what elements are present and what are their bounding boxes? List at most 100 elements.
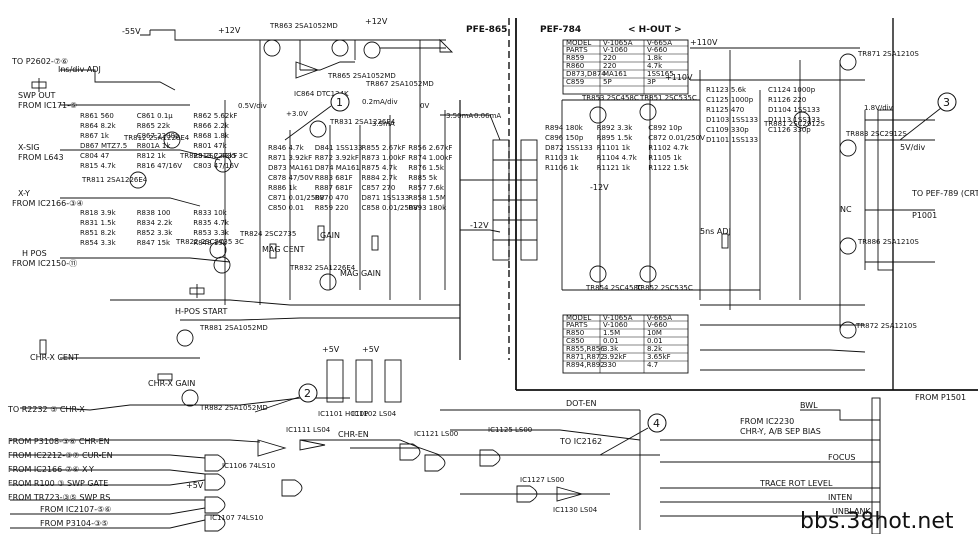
- component-label: R876 1.5k: [408, 164, 445, 172]
- component-label: C861 0.1μ: [137, 112, 174, 120]
- callout-3: 3: [943, 96, 950, 109]
- input-label: CHR-X CENT: [30, 353, 79, 362]
- measurement-label: 3.50mA: [446, 112, 473, 120]
- table1-cell: 3P: [647, 78, 656, 86]
- component-label: D1101 1SS133: [706, 136, 758, 144]
- component-label: R861 560: [80, 112, 114, 120]
- component-label: R853 3.3k: [193, 229, 230, 237]
- component-label: R1102 4.7k: [648, 144, 689, 152]
- output-label: FOCUS: [828, 453, 855, 462]
- table1-cell: 1SS165: [647, 70, 674, 78]
- callouts: 1 2 3 4: [254, 92, 957, 456]
- component-label: R872 3.92kF: [315, 154, 359, 162]
- table2-cell: R850: [566, 329, 584, 337]
- component-label: R885 5k: [408, 174, 438, 182]
- component-label: R856 2.67kF: [408, 144, 452, 152]
- table2-cell: 1.5M: [603, 329, 620, 337]
- table1-cell: 5P: [603, 78, 612, 86]
- table1-cell: 4.7k: [647, 62, 663, 70]
- component-label: R867 1k: [80, 132, 110, 140]
- supply-label: +5V: [362, 345, 380, 354]
- component-label: R859 220: [315, 204, 349, 212]
- circuit-traces: [10, 29, 935, 535]
- component-label: R873 1.00kF: [362, 154, 406, 162]
- component-label: R838 100: [137, 209, 171, 217]
- transistor-label: TR886 2SA1210S: [857, 238, 919, 246]
- input-label: FROM IC2166-⑦⑥ X-Y: [8, 465, 94, 474]
- table2-cell: 3.92kF: [603, 353, 627, 361]
- table1-cell: V-1060: [603, 46, 628, 54]
- input-label: TO P2602-⑦⑥: [11, 57, 68, 66]
- component-label: R858 1.5M: [408, 194, 446, 202]
- transistor-label: TR812 2SA1226E4: [123, 134, 190, 142]
- component-label: C804 47: [80, 152, 109, 160]
- component-label: R852 3.3k: [137, 229, 174, 237]
- component-label: R818 3.9k: [80, 209, 117, 217]
- component-label: R875 4.7k: [362, 164, 399, 172]
- adjustment-labels: Ins/div ADJ H-POS START MAG CENT MAG GAI…: [58, 65, 731, 388]
- table1-cell: PARTS: [566, 46, 588, 54]
- supply-label: +12V: [218, 26, 241, 35]
- component-label: R801A 1k: [137, 142, 172, 150]
- table2-cell: PARTS: [566, 321, 588, 329]
- output-label: UNBLANK: [832, 507, 871, 516]
- output-label: BWL: [800, 401, 818, 410]
- transistor-label: TR867 2SA1052MD: [365, 80, 434, 88]
- component-label: R1121 1k: [597, 164, 631, 172]
- table2-header-col2: V-665A: [647, 314, 672, 322]
- component-label: D871 1SS133: [362, 194, 410, 202]
- table1-header-model: MODEL: [566, 39, 591, 47]
- output-label: CHR-Y, A/B SEP BIAS: [740, 427, 821, 436]
- component-label: C858 0.01/250V: [362, 204, 419, 212]
- component-label: R887 681F: [315, 184, 353, 192]
- transistor-label: TR852 2SC535C: [635, 284, 693, 292]
- table2-cell: 0.01: [603, 337, 619, 345]
- transistor-symbols: [129, 39, 857, 407]
- input-label: FROM IC2150-⑪: [12, 259, 77, 268]
- transistor-label: TR863 2SA1052MD: [269, 22, 338, 30]
- adjust-label: GAIN: [320, 231, 340, 240]
- input-label: FROM IC2107-⑤⑥: [40, 505, 111, 514]
- component-label: D873 MA161: [268, 164, 313, 172]
- measurement-label: 0V: [420, 102, 429, 110]
- board-frames: [459, 18, 978, 391]
- table1-cell: R860: [566, 62, 584, 70]
- component-label: R1122 1.5k: [648, 164, 689, 172]
- ic-label: IC1107 74LS10: [210, 514, 263, 522]
- measurement-label: 0.06mA: [474, 112, 501, 120]
- component-label: C1124 1000p: [768, 86, 816, 94]
- adjust-label: MAG CENT: [262, 245, 305, 254]
- supply-label: -12V: [470, 221, 489, 230]
- net-label: DOT-EN: [566, 399, 597, 408]
- transistor-label: TR831 2SA1226E4: [329, 118, 396, 126]
- component-label: R1106 1k: [545, 164, 579, 172]
- table2-cell: R871,R872: [566, 353, 605, 361]
- measurement-label: 3.5mA: [372, 120, 395, 128]
- component-label: C1109 330p: [706, 126, 749, 134]
- adjust-label: Ins/div ADJ: [58, 65, 101, 74]
- transistor-label: TR853 2SC458C: [581, 94, 639, 102]
- component-label: R857 7.6k: [408, 184, 445, 192]
- ic-labels: IC864 DTC124K IC1101 HC10P IC1102 LS04 I…: [210, 90, 598, 522]
- component-label: R1125 470: [706, 106, 744, 114]
- input-label: X-Y: [18, 189, 30, 198]
- component-label: R815 4.7k: [80, 162, 117, 170]
- component-label: D872 1SS133: [545, 144, 593, 152]
- component-label: C872 0.01/250V: [648, 134, 705, 142]
- net-label: CHR-EN: [338, 430, 369, 439]
- transistor-label: TR822 2SC2735 3C: [175, 238, 244, 246]
- output-label: INTEN: [828, 493, 852, 502]
- output-label: TO PEF-789 (CRT): [911, 189, 978, 198]
- component-label: R1103 1k: [545, 154, 579, 162]
- component-label: R864 8.2k: [80, 122, 117, 130]
- table1-cell: D873,D874: [566, 70, 606, 78]
- table1-cell: MA161: [603, 70, 627, 78]
- table2-cell: 3.65kF: [647, 353, 671, 361]
- transistor-label: TR881 2SA1052MD: [199, 324, 268, 332]
- output-label: FROM IC2230: [740, 417, 794, 426]
- input-label: TO R2232 ⑤ CHR-X: [7, 405, 85, 414]
- watermark-text: bbs.38hot.net: [800, 509, 954, 534]
- table2-cell: V-1060: [603, 321, 628, 329]
